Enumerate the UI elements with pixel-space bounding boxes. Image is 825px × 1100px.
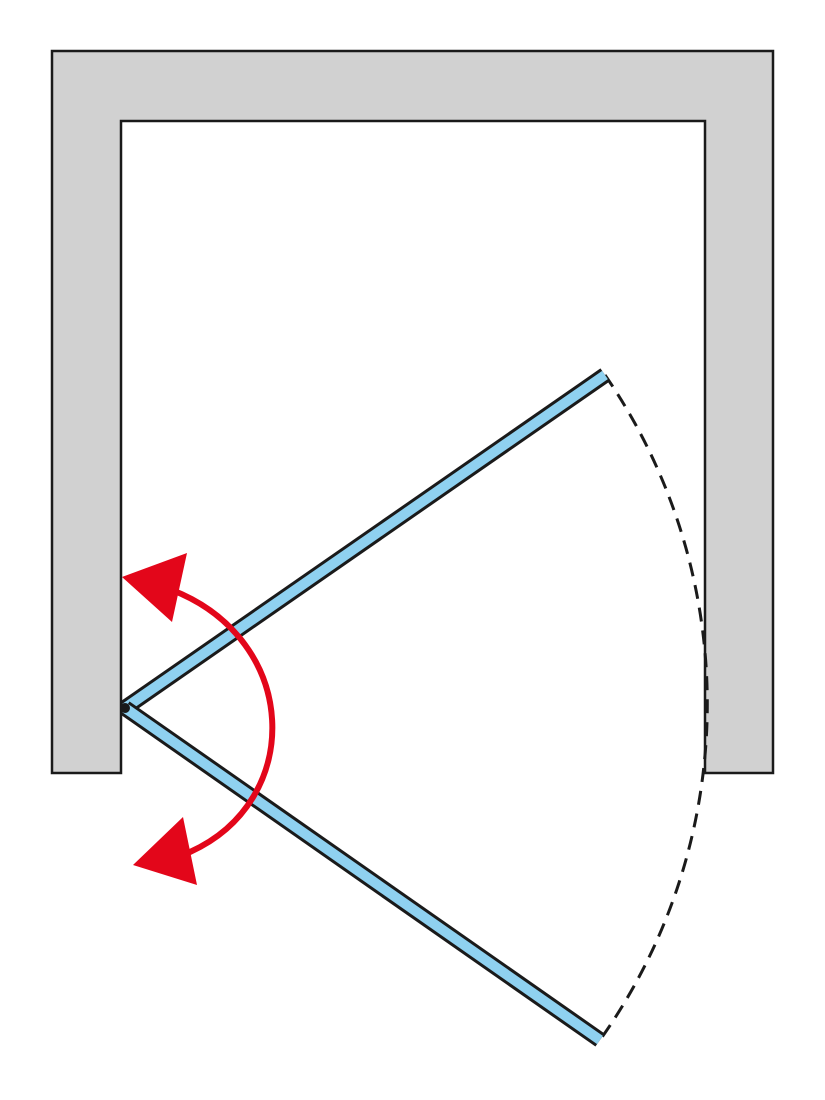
arrowhead-up: [122, 553, 187, 622]
door-panel-upper: [120, 368, 610, 715]
wall-frame: [50, 49, 775, 775]
swing-direction-arrow: [122, 553, 276, 885]
hinge-point: [120, 703, 130, 713]
swing-arrow-arc: [169, 587, 276, 855]
door-panel-lower: [120, 701, 605, 1047]
swing-path-arc: [598, 374, 709, 1041]
arrowhead-down: [133, 817, 197, 885]
